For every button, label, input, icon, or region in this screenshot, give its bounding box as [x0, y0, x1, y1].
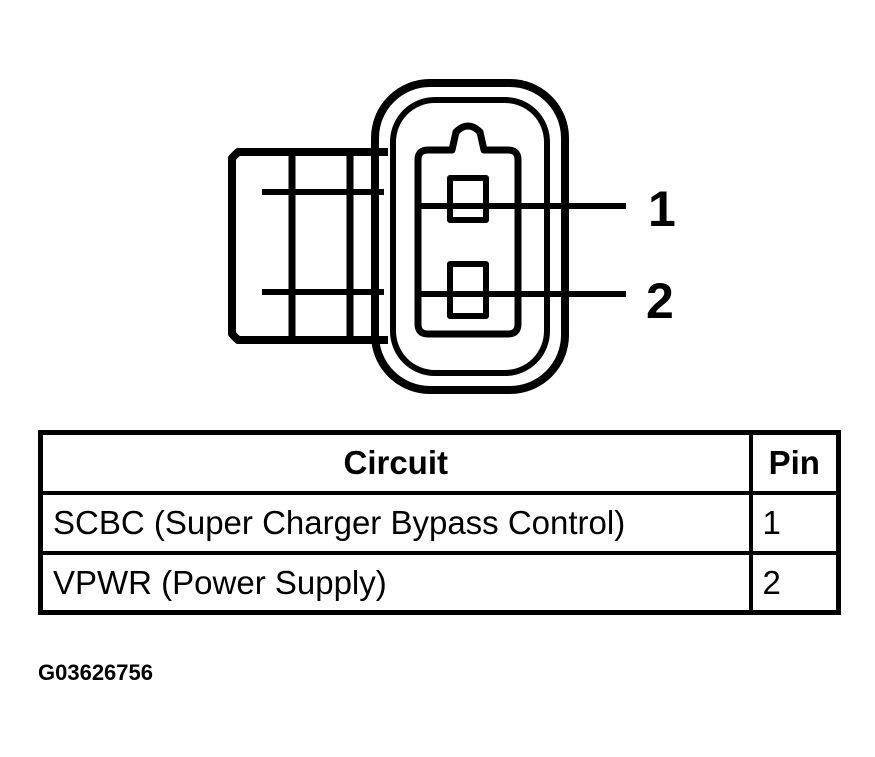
pin-1-terminal	[447, 175, 489, 223]
circuit-cell: SCBC (Super Charger Bypass Control)	[38, 490, 753, 555]
connector-latch-inner	[262, 189, 384, 295]
connector-housing-outer	[371, 79, 569, 394]
column-header-circuit: Circuit	[38, 430, 753, 495]
pin-2-terminal	[447, 261, 489, 319]
table-header-row: Circuit Pin	[38, 430, 841, 495]
pin-2-label: 2	[646, 273, 674, 329]
connector-cavity	[414, 122, 522, 338]
pinout-table: Circuit Pin SCBC (Super Charger Bypass C…	[38, 430, 841, 615]
connector-latch-body	[228, 148, 388, 344]
figure-id: G03626756	[38, 660, 153, 685]
connector-housing-inner	[390, 97, 550, 376]
table-row: VPWR (Power Supply) 2	[38, 550, 841, 615]
connector-diagram: 1 2	[228, 79, 676, 394]
connector-latch-ribs	[288, 152, 354, 340]
table-row: SCBC (Super Charger Bypass Control) 1	[38, 490, 841, 555]
pin-cell: 1	[748, 490, 841, 555]
pin-1-label: 1	[648, 181, 676, 237]
column-header-pin: Pin	[748, 430, 841, 495]
circuit-cell: VPWR (Power Supply)	[38, 550, 753, 615]
pin-cell: 2	[748, 550, 841, 615]
